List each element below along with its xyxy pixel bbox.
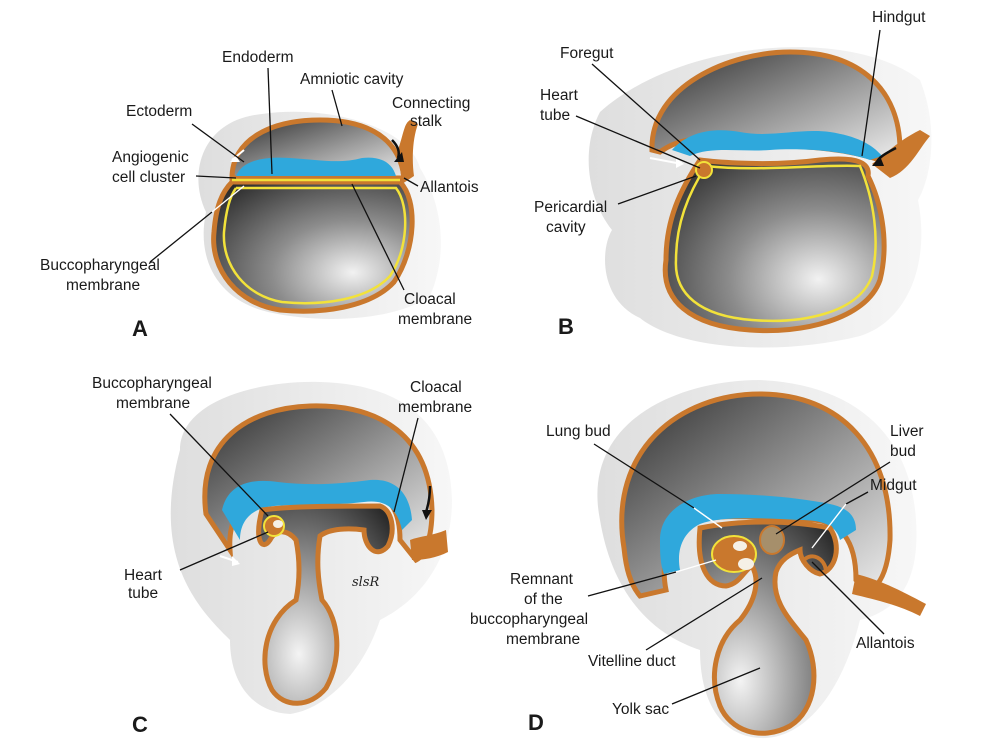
panel-d bbox=[597, 380, 926, 739]
panel-c-connecting-stalk bbox=[410, 530, 448, 560]
label-hindgut: Hindgut bbox=[872, 9, 926, 26]
label-ectoderm: Ectoderm bbox=[126, 103, 192, 120]
panel-d-letter: D bbox=[528, 710, 544, 735]
label-cloacal-c-2: membrane bbox=[398, 399, 472, 416]
label-cloacal-a-1: Cloacal bbox=[404, 291, 456, 308]
label-remnant-3: buccopharyngeal bbox=[470, 611, 588, 628]
label-pericardial-1: Pericardial bbox=[534, 199, 607, 216]
label-midgut: Midgut bbox=[870, 477, 917, 494]
label-connecting-stalk-2: stalk bbox=[410, 113, 442, 130]
label-heart-tube-b-1: Heart bbox=[540, 87, 579, 104]
label-heart-tube-b-2: tube bbox=[540, 107, 570, 124]
panel-a-connecting-stalk bbox=[398, 120, 418, 184]
panel-b-labels: Foregut Hindgut Heart tube Pericardial c… bbox=[534, 9, 926, 339]
label-remnant-1: Remnant bbox=[510, 571, 574, 588]
label-remnant-2: of the bbox=[524, 591, 563, 608]
label-buccopharyngeal-c-2: membrane bbox=[116, 395, 190, 412]
label-liver-bud-2: bud bbox=[890, 443, 916, 460]
panel-b-yolk-sac bbox=[662, 156, 887, 334]
label-yolk-sac: Yolk sac bbox=[612, 701, 669, 718]
panel-b-letter: B bbox=[558, 314, 574, 339]
panel-b-connecting-stalk bbox=[872, 130, 930, 178]
label-endoderm: Endoderm bbox=[222, 49, 294, 66]
label-liver-bud-1: Liver bbox=[890, 423, 924, 440]
panel-c bbox=[170, 381, 453, 714]
label-heart-tube-c-1: Heart bbox=[124, 567, 163, 584]
panel-b-heart-tube bbox=[695, 161, 713, 179]
label-foregut: Foregut bbox=[560, 45, 614, 62]
panel-a-endoderm-line bbox=[222, 186, 407, 305]
panel-c-labels: Buccopharyngeal membrane Cloacal membran… bbox=[92, 375, 472, 737]
label-amniotic-cavity: Amniotic cavity bbox=[300, 71, 404, 88]
label-cloacal-c-1: Cloacal bbox=[410, 379, 462, 396]
panel-a-letter: A bbox=[132, 316, 148, 341]
label-vitelline-duct: Vitelline duct bbox=[588, 653, 676, 670]
panel-b-amnion-blue bbox=[672, 130, 882, 160]
panel-a bbox=[198, 111, 441, 319]
panel-d-liver-bud bbox=[759, 525, 785, 555]
panel-c-gut-tube bbox=[256, 503, 395, 706]
panel-d-labels: Lung bud Liver bud Midgut Remnant of the… bbox=[470, 423, 924, 735]
artist-signature: slsR bbox=[352, 575, 380, 590]
panel-c-letter: C bbox=[132, 712, 148, 737]
label-buccopharyngeal-a-2: membrane bbox=[66, 277, 140, 294]
panel-a-yolk-sac bbox=[211, 179, 415, 314]
label-angiogenic-2: cell cluster bbox=[112, 169, 185, 186]
label-allantois-a: Allantois bbox=[420, 179, 479, 196]
label-heart-tube-c-2: tube bbox=[128, 585, 158, 602]
panel-a-amnion-blue bbox=[236, 157, 396, 176]
panel-c-amnion-blue bbox=[222, 479, 412, 540]
label-remnant-4: membrane bbox=[506, 631, 580, 648]
label-buccopharyngeal-c-1: Buccopharyngeal bbox=[92, 375, 212, 392]
label-connecting-stalk-1: Connecting bbox=[392, 95, 470, 112]
panel-a-labels: Endoderm Amniotic cavity Ectoderm Connec… bbox=[40, 49, 479, 341]
label-buccopharyngeal-a-1: Buccopharyngeal bbox=[40, 257, 160, 274]
label-cloacal-a-2: membrane bbox=[398, 311, 472, 328]
label-pericardial-2: cavity bbox=[546, 219, 586, 236]
label-allantois-d: Allantois bbox=[856, 635, 915, 652]
label-angiogenic-1: Angiogenic bbox=[112, 149, 189, 166]
label-lung-bud: Lung bud bbox=[546, 423, 611, 440]
panel-d-connecting-stalk bbox=[852, 574, 926, 616]
panel-b bbox=[588, 47, 932, 348]
